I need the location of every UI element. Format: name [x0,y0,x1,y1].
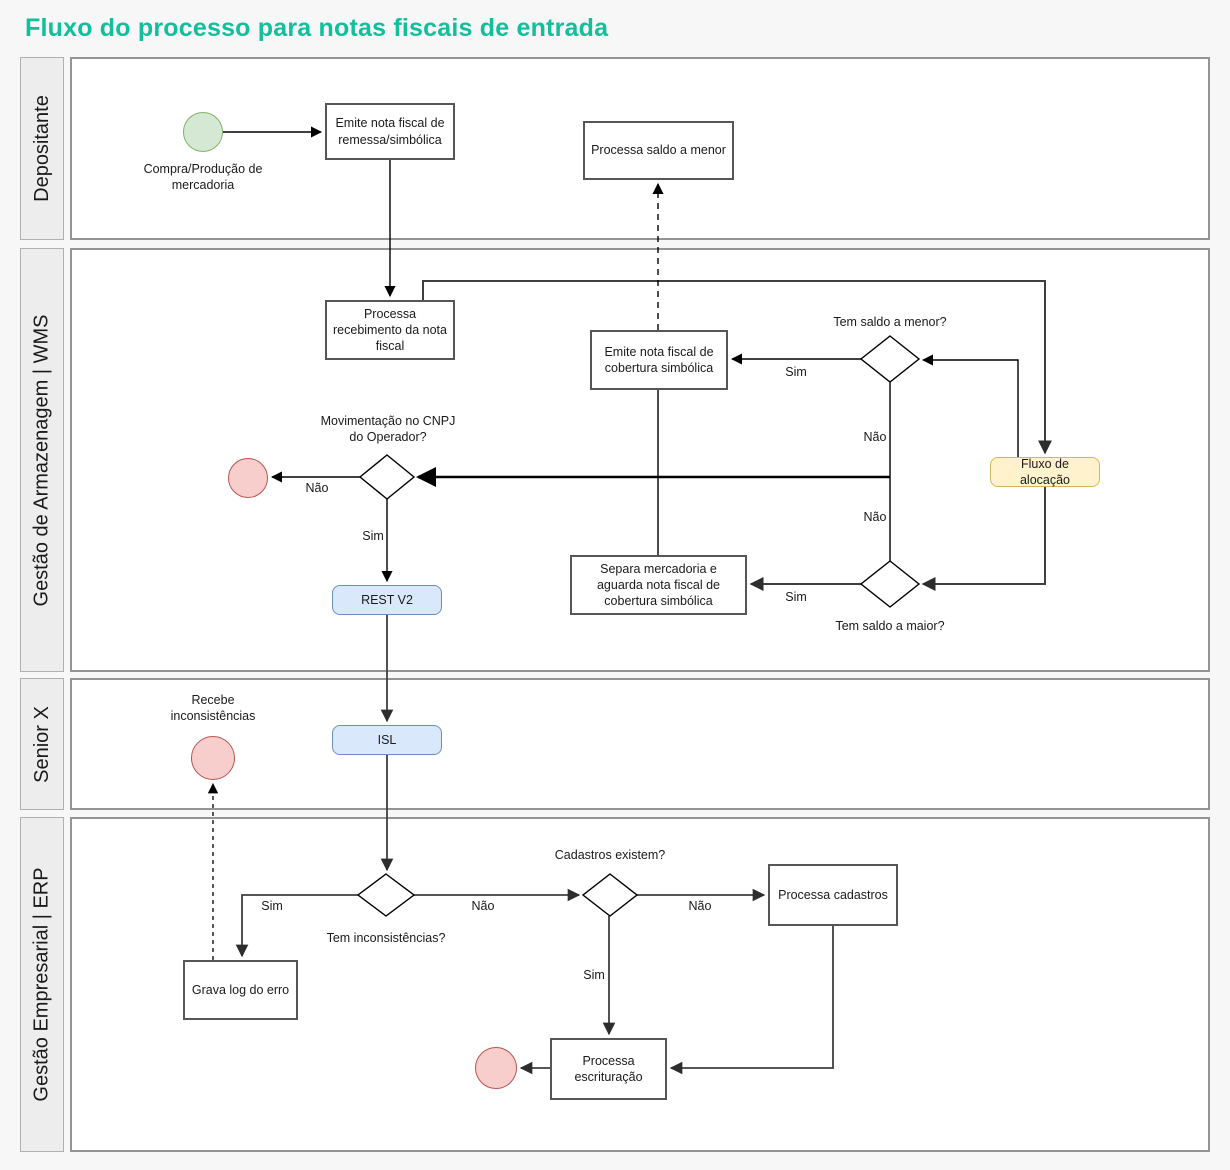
link-fluxo-alocacao: Fluxo de alocação [990,457,1100,487]
edge-processa-cadastros-to-escrituracao [669,926,834,1075]
edge-label-cadastros-nao: Não [688,899,712,913]
gateway-tem-saldo-menor [859,335,921,383]
label-tem-inconsistencias: Tem inconsistências? [326,931,446,945]
task-processa-saldo-menor: Processa saldo a menor [583,121,734,180]
end-event-erp [475,1047,517,1089]
label-compra-producao: Compra/Produção de mercadoria [143,162,263,193]
task-isl: ISL [332,725,442,755]
lane-header-seniorx: Senior X [20,678,64,810]
edge-label-inconsistencias-nao: Não [471,899,495,913]
task-processa-escrituracao: Processa escrituração [550,1038,667,1100]
edge-label-cnpj-sim: Sim [362,529,384,543]
edge-label-cadastros-sim: Sim [583,968,605,982]
edge-label-saldo-maior-nao: Não [863,510,887,524]
edge-label-saldo-menor-sim: Sim [785,365,807,379]
label-cadastros-existem: Cadastros existem? [554,848,666,862]
end-event-wms [228,458,268,498]
edge-fluxo-alocacao-to-saldo-menor [921,354,1019,457]
lane-header-erp: Gestão Empresarial | ERP [20,817,64,1152]
page-title: Fluxo do processo para notas fiscais de … [25,14,609,42]
task-grava-log: Grava log do erro [183,960,298,1020]
event-recebe-inconsistencias [191,736,235,780]
lane-header-wms: Gestão de Armazenagem | WMS [20,248,64,672]
edge-inconsistencias-sim-to-grava-log [235,894,358,958]
gateway-tem-saldo-maior [859,560,921,608]
gateway-movimentacao-cnpj [358,454,416,500]
label-tem-saldo-maior: Tem saldo a maior? [835,619,945,633]
label-recebe-inconsistencias: Recebe inconsistências [170,693,256,724]
task-rest-v2: REST V2 [332,585,442,615]
task-emite-remessa: Emite nota fiscal de remessa/simbólica [325,103,455,160]
label-tem-saldo-menor: Tem saldo a menor? [833,315,947,329]
gateway-cadastros-existem [581,873,639,917]
start-event-compra-producao [183,112,223,152]
task-emite-cobertura: Emite nota fiscal de cobertura simbólica [590,330,728,390]
task-processa-recebimento: Processa recebimento da nota fiscal [325,300,455,360]
edge-label-saldo-maior-sim: Sim [785,590,807,604]
lane-header-depositante: Depositante [20,57,64,240]
task-processa-cadastros: Processa cadastros [768,864,898,926]
label-movimentacao-cnpj: Movimentação no CNPJ do Operador? [320,414,456,445]
edge-label-saldo-menor-nao: Não [863,430,887,444]
edge-label-cnpj-nao: Não [305,481,329,495]
gateway-tem-inconsistencias [356,873,416,917]
lane-body-seniorx [70,678,1210,810]
edge-processa-recebimento-to-fluxo-alocacao [422,280,1052,455]
edge-label-inconsistencias-sim: Sim [261,899,283,913]
edge-fluxo-alocacao-to-saldo-maior [921,487,1046,591]
task-separa-mercadoria: Separa mercadoria e aguarda nota fiscal … [570,555,747,615]
